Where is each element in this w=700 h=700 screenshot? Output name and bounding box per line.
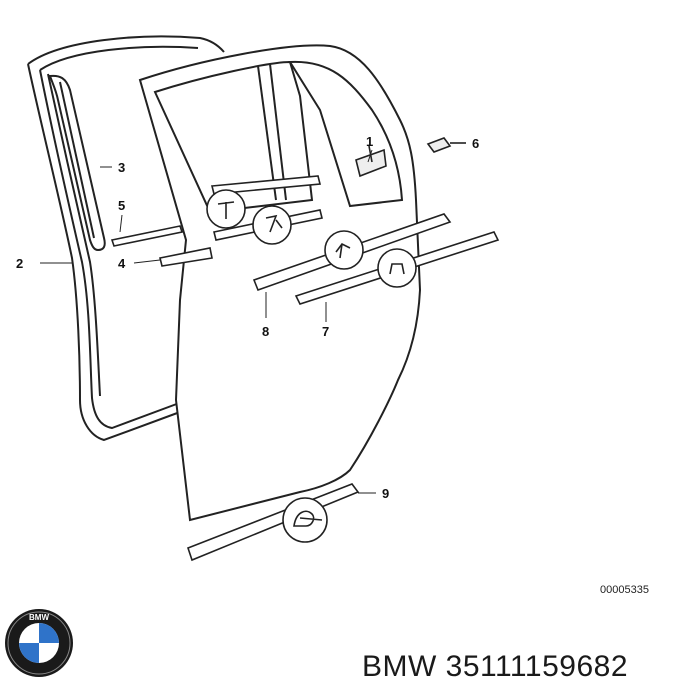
callout-9: 9 [382,486,389,501]
callout-2: 2 [16,256,23,271]
callout-3: 3 [118,160,125,175]
drawing-code: 00005335 [600,584,649,596]
bmw-logo-text: BMW [29,613,49,622]
window-guide-rail [48,74,106,252]
door-seal [27,35,225,442]
callout-6: 6 [472,136,479,151]
callout-5: 5 [118,198,125,213]
leader-lines [40,142,466,494]
callout-labels: 1 2 3 4 5 6 7 8 9 [16,134,479,501]
callout-4: 4 [118,256,126,271]
callout-7: 7 [322,324,329,339]
clip [426,137,466,153]
part-number-caption: BMW 35111159682 [362,650,629,683]
callout-8: 8 [262,324,269,339]
profile-detail-circles [206,189,417,543]
callout-1: 1 [366,134,373,149]
bmw-roundel-icon: BMW [5,609,73,677]
